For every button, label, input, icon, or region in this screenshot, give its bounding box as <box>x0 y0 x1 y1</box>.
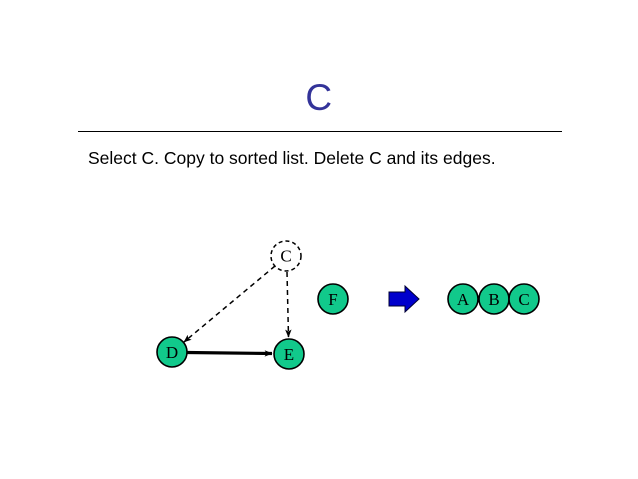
page-title: C <box>305 77 333 118</box>
sorted-list: A B C <box>447 283 540 315</box>
graph-node-D-label: D <box>166 343 178 362</box>
sorted-list-node-C-label: C <box>518 290 529 309</box>
graph-node-E-label: E <box>284 345 294 364</box>
slide-body-text: Select C. Copy to sorted list. Delete C … <box>88 148 496 168</box>
sorted-list-node-A-label: A <box>457 290 470 309</box>
sorted-list-node-A[interactable]: A <box>447 283 479 315</box>
copy-to-sorted-list-arrow <box>388 284 420 314</box>
graph-node-C[interactable]: C <box>270 240 302 272</box>
graph-node-D[interactable]: D <box>156 336 188 368</box>
sorted-list-node-B-label: B <box>488 290 499 309</box>
edge-C-to-D <box>183 265 276 343</box>
sorted-list-node-C[interactable]: C <box>508 283 540 315</box>
graph-node-E[interactable]: E <box>273 338 305 370</box>
title-divider <box>78 131 562 132</box>
edge-C-to-E <box>285 271 292 338</box>
graph-edges <box>183 265 292 357</box>
graph-nodes: C F D E <box>156 240 349 370</box>
graph-node-F[interactable]: F <box>317 283 349 315</box>
sorted-list-node-B[interactable]: B <box>478 283 510 315</box>
graph-node-F-label: F <box>328 290 337 309</box>
edge-D-to-E <box>186 350 273 357</box>
graph-node-C-label: C <box>280 247 291 266</box>
